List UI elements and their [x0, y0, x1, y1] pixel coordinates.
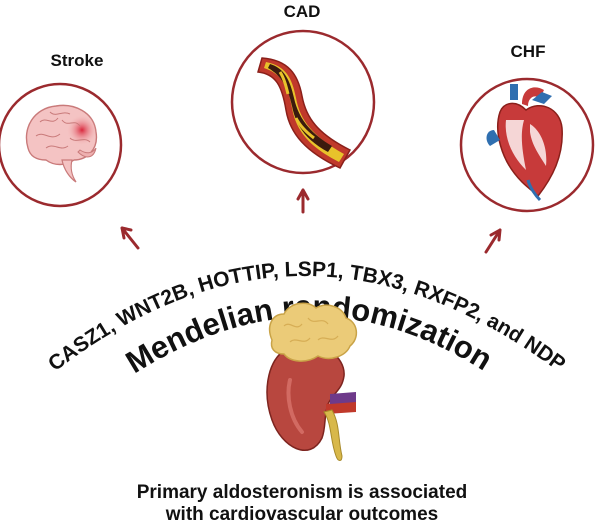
cad-arrow	[296, 188, 310, 214]
heart-icon	[486, 84, 563, 202]
stroke-arrow	[120, 226, 140, 250]
chf-label: CHF	[511, 42, 546, 61]
adrenal-kidney-icon	[266, 302, 358, 461]
cad-label: CAD	[284, 2, 321, 21]
caption-line-2: with cardiovascular outcomes	[165, 504, 439, 525]
chf-arrow	[484, 228, 502, 254]
stroke-label: Stroke	[51, 51, 104, 70]
caption-line-1: Primary aldosteronism is associated	[136, 482, 468, 503]
artery-plaque-icon	[257, 57, 352, 169]
brain-icon	[25, 104, 98, 183]
